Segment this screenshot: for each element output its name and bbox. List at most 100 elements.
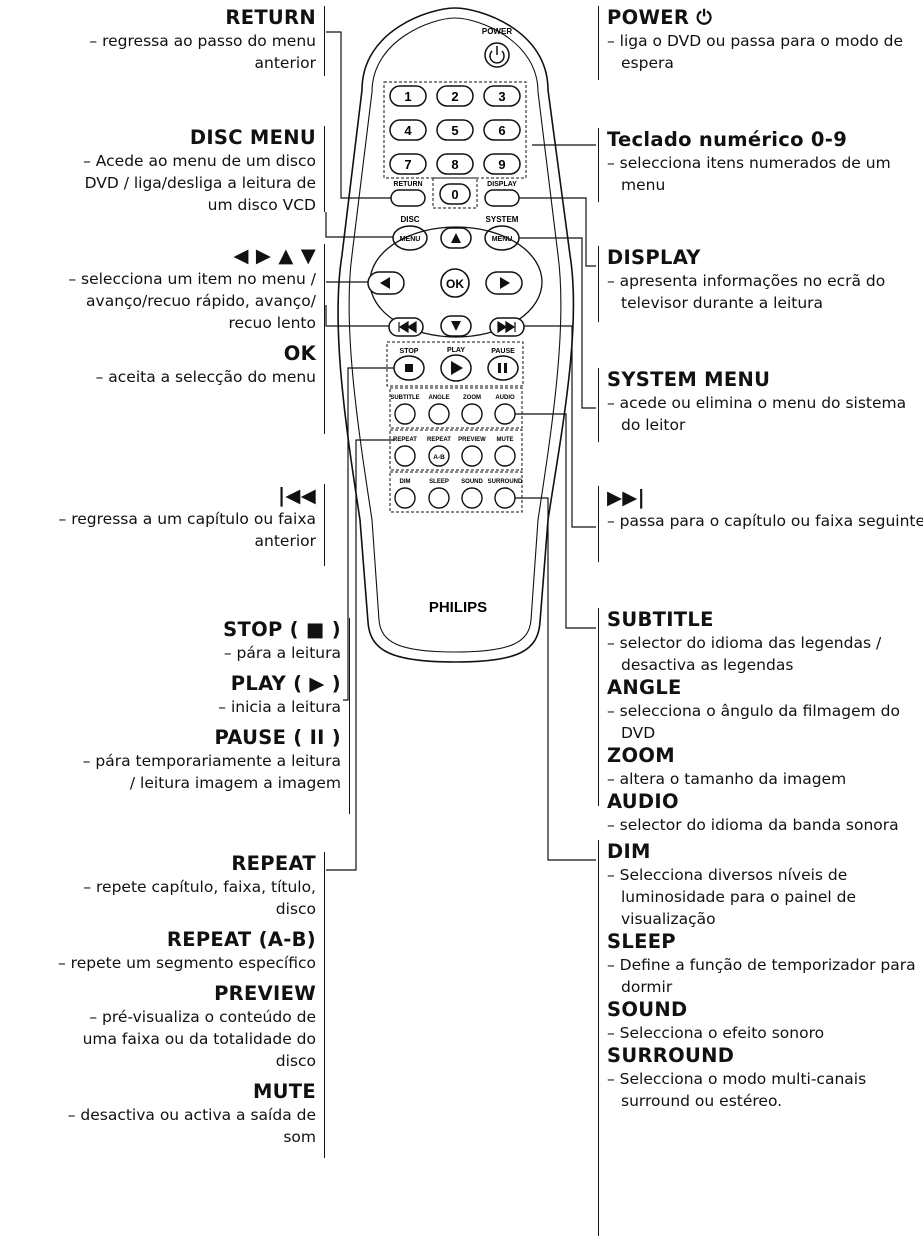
label-desc: – inicia a leitura [218, 698, 341, 716]
disc-menu-button[interactable]: MENU [392, 225, 428, 251]
label-desc: – Define a função de temporizador para d… [607, 956, 916, 996]
repeat-button[interactable] [394, 445, 416, 467]
label-desc: – pré-visualiza o conteúdo de [89, 1008, 316, 1026]
subtitle-key-label: SUBTITLE [390, 395, 419, 401]
label-function-keys: SUBTITLE – selector do idioma das legend… [598, 608, 923, 834]
label-desc: – selector do idioma das legendas / desa… [607, 634, 882, 674]
digit-key[interactable]: 3 [483, 85, 521, 107]
system-menu-button[interactable]: MENU [484, 225, 520, 251]
label-transport: STOP ( ■ ) – pára a leitura PLAY ( ▶ ) –… [0, 618, 350, 814]
digit-key[interactable]: 9 [483, 153, 521, 175]
label-title: ZOOM [607, 744, 675, 767]
down-arrow-button[interactable] [440, 315, 472, 337]
preview-button[interactable] [461, 445, 483, 467]
label-title: SLEEP [607, 930, 676, 953]
angle-button[interactable] [428, 403, 450, 425]
function-frame-2 [389, 429, 523, 471]
right-arrow-button[interactable] [485, 271, 523, 295]
disc-key-label: DISC [400, 215, 419, 224]
label-title: PAUSE ( II ) [214, 726, 341, 749]
label-title: STOP ( ■ ) [223, 618, 341, 641]
label-desc: anterior [254, 532, 316, 550]
up-arrow-button[interactable] [440, 227, 472, 249]
digit-key[interactable]: 4 [389, 119, 427, 141]
label-desc: – desactiva ou activa a saída de [67, 1106, 316, 1124]
return-key-label: RETURN [393, 181, 422, 188]
digit-key[interactable]: 6 [483, 119, 521, 141]
subtitle-button[interactable] [394, 403, 416, 425]
label-desc: – Selecciona o efeito sonoro [607, 1024, 825, 1042]
power-button[interactable] [484, 42, 510, 68]
label-title: DIM [607, 840, 651, 863]
label-power: POWER ⏻ – liga o DVD ou passa para o mod… [598, 6, 923, 80]
label-desc: – Acede ao menu de um disco [83, 152, 316, 170]
digit-key[interactable]: 2 [436, 85, 474, 107]
label-title: DISC MENU [189, 126, 316, 149]
digit-key[interactable]: 5 [436, 119, 474, 141]
left-arrow-button[interactable] [367, 271, 405, 295]
label-desc: – Selecciona o modo multi-canais surroun… [607, 1070, 867, 1110]
zero-frame [432, 177, 478, 209]
label-disc-menu: DISC MENU – Acede ao menu de um disco DV… [0, 126, 325, 214]
label-desc: som [283, 1128, 316, 1146]
play-button[interactable] [440, 354, 472, 382]
label-desc: – passa para o capítulo ou faixa seguint… [607, 512, 923, 530]
label-title: SOUND [607, 998, 688, 1021]
repeat-ab-button[interactable]: A-B [428, 445, 450, 467]
label-title-text: POWER [607, 6, 690, 29]
next-button[interactable] [489, 317, 525, 337]
display-key-label: DISPLAY [487, 181, 517, 188]
display-button[interactable] [484, 189, 520, 207]
audio-button[interactable] [494, 403, 516, 425]
label-desc: uma faixa ou da totalidade do [82, 1030, 316, 1048]
label-numeric: Teclado numérico 0-9 – selecciona itens … [598, 128, 923, 202]
digit-label: 7 [404, 157, 411, 172]
label-title: SYSTEM MENU [607, 368, 771, 391]
sound-button[interactable] [461, 487, 483, 509]
sleep-button[interactable] [428, 487, 450, 509]
label-arrows: ◀ ▶ ▲ ▼ – selecciona um item no menu / a… [0, 244, 325, 434]
label-desc: – selecciona um item no menu / [68, 270, 316, 288]
label-title: POWER ⏻ [607, 6, 923, 30]
ok-text: OK [446, 277, 464, 291]
surround-button[interactable] [494, 487, 516, 509]
prev-button[interactable] [388, 317, 424, 337]
repeat-ab-key-label: REPEAT [427, 437, 451, 443]
label-title: SUBTITLE [607, 608, 714, 631]
zoom-button[interactable] [461, 403, 483, 425]
label-misc-keys: DIM – Selecciona diversos níveis de lumi… [598, 840, 923, 1236]
digit-label: 3 [498, 89, 505, 104]
label-desc: avanço/recuo rápido, avanço/ [86, 292, 316, 310]
label-title: SURROUND [607, 1044, 735, 1067]
dim-button[interactable] [394, 487, 416, 509]
label-title: PLAY ( ▶ ) [230, 672, 341, 695]
label-return: RETURN – regressa ao passo do menu anter… [0, 6, 325, 76]
ok-button[interactable]: OK [440, 268, 470, 298]
sleep-key-label: SLEEP [429, 479, 449, 485]
return-button[interactable] [390, 189, 426, 207]
surround-key-label: SURROUND [488, 479, 523, 485]
digit-key[interactable]: 1 [389, 85, 427, 107]
angle-key-label: ANGLE [429, 395, 450, 401]
label-desc: recuo lento [228, 314, 316, 332]
stop-button[interactable] [393, 355, 425, 381]
label-title: REPEAT [231, 852, 316, 875]
label-desc: – pára temporariamente a leitura [82, 752, 341, 770]
digit-key[interactable]: 8 [436, 153, 474, 175]
transport-frame [386, 341, 524, 387]
mute-button[interactable] [494, 445, 516, 467]
menu-text: MENU [492, 236, 513, 243]
label-title: MUTE [252, 1080, 316, 1103]
digit-label: 5 [451, 123, 458, 138]
label-system-menu: SYSTEM MENU – acede ou elimina o menu do… [598, 368, 923, 442]
label-repeat-group: REPEAT – repete capítulo, faixa, título,… [0, 852, 325, 1158]
digit-label: 2 [451, 89, 458, 104]
label-desc: / leitura imagem a imagem [129, 774, 341, 792]
pause-button[interactable] [487, 355, 519, 381]
digit-key[interactable]: 0 [439, 183, 471, 205]
repeat-key-label: REPEAT [393, 437, 417, 443]
digit-key[interactable]: 7 [389, 153, 427, 175]
function-frame-3 [389, 471, 523, 513]
label-display: DISPLAY – apresenta informações no ecrã … [598, 246, 923, 322]
